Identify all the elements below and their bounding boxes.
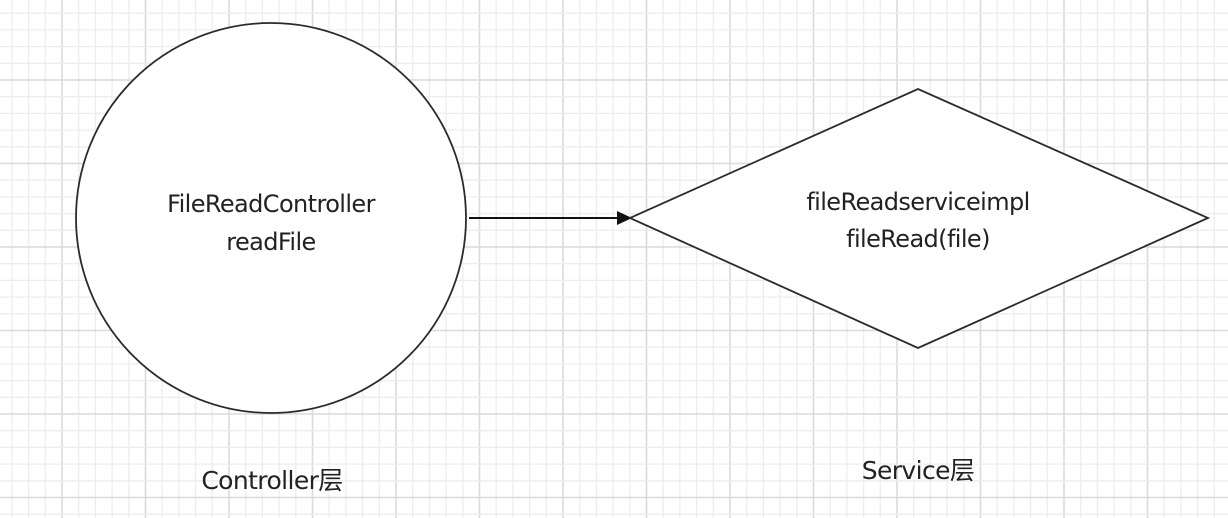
service-layer-label[interactable]: Service层 (862, 456, 975, 485)
arrowhead-icon (617, 211, 632, 225)
service-node-method: fileRead(file) (846, 225, 990, 253)
controller-layer-label[interactable]: Controller层 (201, 466, 343, 495)
controller-node-method: readFile (226, 228, 315, 256)
node-service[interactable]: fileReadserviceimpl fileRead(file) (627, 88, 1211, 349)
service-diamond-shape[interactable] (627, 88, 1211, 349)
node-controller[interactable]: FileReadController readFile (75, 22, 467, 414)
controller-node-title: FileReadController (167, 190, 375, 218)
controller-circle-shape[interactable] (75, 22, 467, 414)
service-node-title: fileReadserviceimpl (806, 188, 1029, 216)
edge-controller-to-service[interactable] (469, 211, 632, 225)
